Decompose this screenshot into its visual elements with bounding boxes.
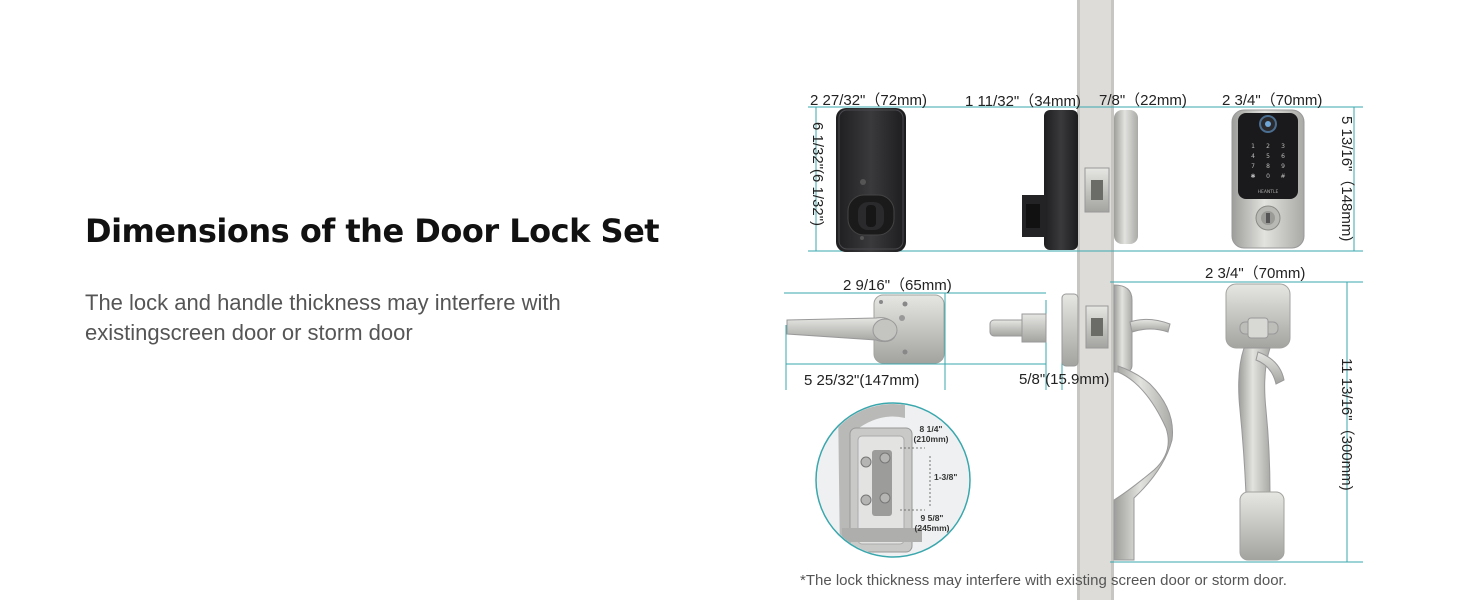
lever-length-label: 5 25/32"(147mm) <box>804 372 920 389</box>
keypad-key: 5 <box>1266 153 1270 160</box>
keypad-key: 1 <box>1251 143 1255 150</box>
lever-side <box>989 284 1174 561</box>
keypad-key: 8 <box>1266 163 1270 170</box>
footnote: *The lock thickness may interfere with e… <box>800 572 1287 589</box>
handle-width-label: 2 3/4"（70mm) <box>1205 265 1306 282</box>
strike-plate-detail <box>815 402 971 558</box>
description-text: The lock and handle thickness may interf… <box>85 290 561 345</box>
handle-height-label: 11 13/16"（300mm) <box>1338 358 1355 491</box>
keypad-brand: HEANTLE <box>1258 189 1279 195</box>
bottom-spacing-label: 9 5/8" (245mm) <box>914 513 950 533</box>
keypad-key: ✱ <box>1250 173 1255 180</box>
keypad-key: # <box>1280 173 1285 180</box>
door-thickness-label: 7/8"（22mm) <box>1099 92 1187 109</box>
lever-rose-width-label: 2 9/16"（65mm) <box>843 277 952 294</box>
keypad-key: 9 <box>1281 163 1285 170</box>
keypad-key: 2 <box>1266 143 1270 150</box>
deadbolt-depth-label: 1 11/32"（34mm) <box>965 93 1081 110</box>
keypad-key: 6 <box>1281 153 1285 160</box>
keypad-front: 1 2 3 4 5 6 7 8 9 ✱ 0 # HEANTLE <box>1231 109 1305 249</box>
door-slab <box>1077 0 1114 600</box>
dimension-lines <box>784 106 1363 563</box>
handleset-front <box>1225 283 1291 561</box>
keypad-key: 3 <box>1281 143 1285 150</box>
keypad-key: 4 <box>1251 153 1255 160</box>
deadbolt-front <box>836 108 906 252</box>
keypad-key: 0 <box>1266 173 1270 180</box>
keypad-key: 7 <box>1251 163 1255 170</box>
top-spacing-label: 8 1/4" (210mm) <box>913 424 949 444</box>
deadbolt-height-label: 6 1/32"(6 1/32") <box>809 122 826 227</box>
page-title: Dimensions of the Door Lock Set <box>85 212 660 250</box>
deadbolt-width-label: 2 27/32"（72mm) <box>810 92 928 109</box>
hole-spacing-label: 1-3/8" <box>934 472 958 482</box>
deadbolt-side <box>1022 110 1138 250</box>
keypad-width-label: 2 3/4"（70mm) <box>1222 92 1323 109</box>
keypad-height-label: 5 13/16"（148mm) <box>1338 116 1355 242</box>
latch-thickness-label: 5/8"(15.9mm) <box>1019 371 1110 388</box>
lever-front <box>786 294 945 364</box>
